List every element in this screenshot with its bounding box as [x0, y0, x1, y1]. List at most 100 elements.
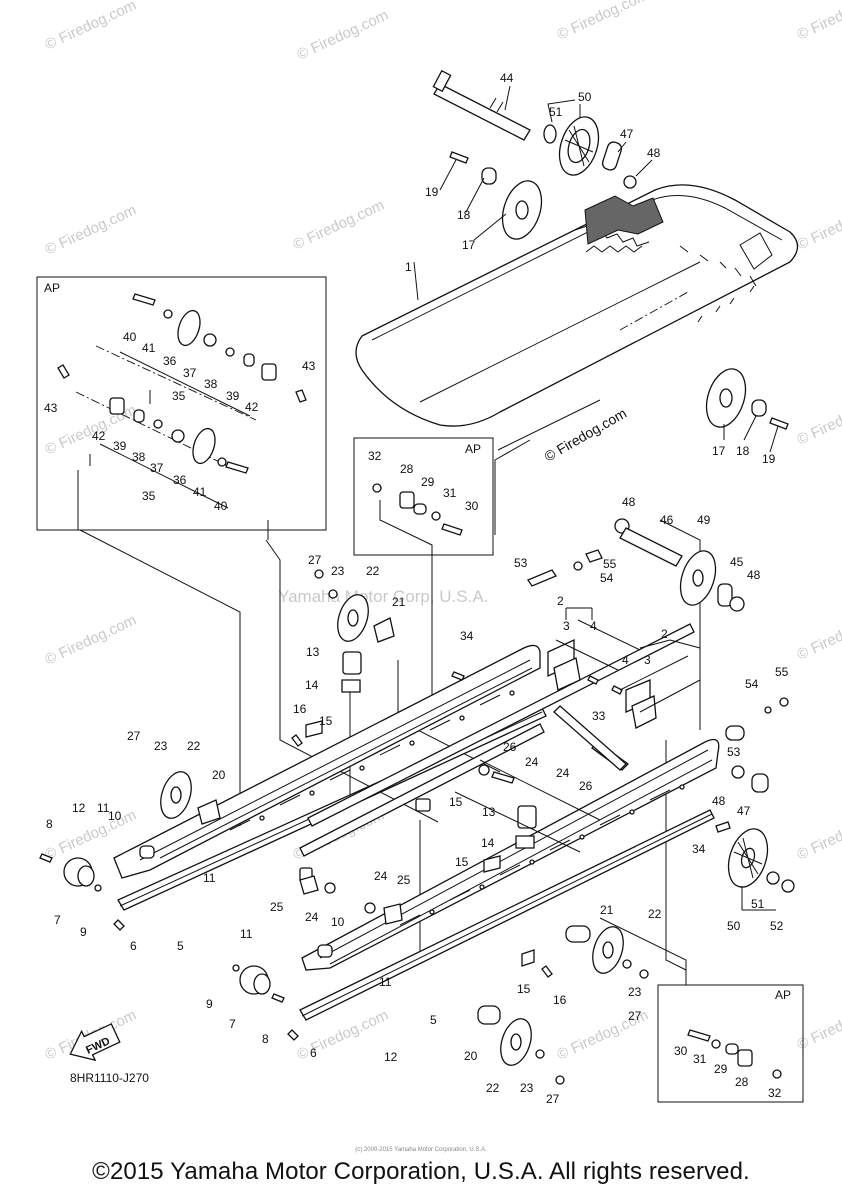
watermark: © Firedog.com — [795, 197, 842, 254]
callout-24: 24 — [305, 910, 319, 924]
callout-9: 9 — [206, 997, 213, 1011]
callout-35: 35 — [172, 389, 186, 403]
callout-43: 43 — [44, 401, 58, 415]
callout-21: 21 — [600, 903, 614, 917]
callout-13: 13 — [306, 645, 320, 659]
callout-48: 48 — [647, 146, 661, 160]
callout-49: 49 — [697, 513, 711, 527]
callout-15: 15 — [319, 714, 333, 728]
callout-31: 31 — [693, 1052, 707, 1066]
callout-22: 22 — [366, 564, 380, 578]
callout-30: 30 — [674, 1044, 688, 1058]
ap-box-top — [353, 437, 494, 700]
callout-26: 26 — [579, 779, 593, 793]
callout-18: 18 — [457, 208, 471, 222]
callout-17: 17 — [462, 238, 476, 252]
copyright-notice: ©2015 Yamaha Motor Corporation, U.S.A. A… — [92, 1158, 750, 1185]
callout-5: 5 — [430, 1013, 437, 1027]
callout-47: 47 — [620, 127, 634, 141]
callout-15: 15 — [455, 855, 469, 869]
callout-15: 15 — [517, 982, 531, 996]
callout-19: 19 — [762, 452, 776, 466]
callout-11: 11 — [203, 871, 216, 885]
slide-rail-right — [232, 619, 795, 1085]
callout-16: 16 — [293, 702, 307, 716]
callout-52: 52 — [770, 919, 784, 933]
callout-3: 3 — [644, 653, 651, 667]
callout-5: 5 — [177, 939, 184, 953]
callout-54: 54 — [600, 571, 614, 585]
callout-36: 36 — [173, 473, 187, 487]
callout-41: 41 — [142, 341, 156, 355]
watermark: © Firedog.com — [795, 807, 842, 864]
callout-1: 1 — [405, 260, 412, 274]
callout-32: 32 — [768, 1086, 782, 1100]
rear-axle-top — [432, 69, 637, 240]
slide-rail-inner — [291, 569, 695, 883]
callout-9: 9 — [80, 925, 87, 939]
callout-42: 42 — [245, 400, 259, 414]
watermark: © Firedog.com — [43, 202, 140, 259]
callout-27: 27 — [546, 1092, 560, 1106]
callout-46: 46 — [660, 513, 674, 527]
ap-box-bottom — [599, 917, 804, 1103]
callout-39: 39 — [113, 439, 127, 453]
fine-print: (c) 2000-2015 Yamaha Motor Corporation, … — [355, 1147, 487, 1153]
callout-50: 50 — [578, 90, 592, 104]
callout-27: 27 — [308, 553, 322, 567]
callout-28: 28 — [400, 462, 414, 476]
callout-20: 20 — [212, 768, 226, 782]
watermark: © Firedog.com — [43, 0, 140, 54]
callout-12: 12 — [384, 1050, 398, 1064]
callout-40: 40 — [214, 499, 228, 513]
callout-27: 27 — [127, 729, 141, 743]
rear-shaft — [614, 518, 745, 612]
callout-leaders — [89, 85, 779, 911]
idler-wheel-right — [705, 368, 789, 430]
diagram-code: 8HR1110-J270 — [70, 1071, 149, 1085]
callout-51: 51 — [549, 105, 563, 119]
callout-29: 29 — [714, 1062, 728, 1076]
callout-27: 27 — [628, 1009, 642, 1023]
bracket-set-upper — [527, 549, 603, 691]
callout-42: 42 — [92, 429, 106, 443]
callout-7: 7 — [229, 1017, 236, 1031]
callout-11: 11 — [240, 927, 253, 941]
callout-23: 23 — [331, 564, 345, 578]
callout-44: 44 — [500, 71, 514, 85]
watermark: © Firedog.com — [43, 612, 140, 669]
callout-22: 22 — [486, 1081, 500, 1095]
callout-36: 36 — [163, 354, 177, 368]
callout-53: 53 — [514, 556, 528, 570]
callout-6: 6 — [310, 1046, 317, 1060]
callout-10: 10 — [108, 809, 122, 823]
ap-label: AP — [775, 988, 791, 1002]
callout-24: 24 — [556, 766, 570, 780]
callout-48: 48 — [622, 495, 636, 509]
ap-label: AP — [44, 281, 60, 295]
watermark: © Firedog.com — [795, 997, 842, 1054]
callout-19: 19 — [425, 185, 439, 199]
callout-14: 14 — [305, 678, 319, 692]
watermark: © Firedog.com — [291, 197, 388, 254]
callout-55: 55 — [603, 557, 617, 571]
callout-17: 17 — [712, 444, 726, 458]
callout-15: 15 — [449, 795, 463, 809]
callout-23: 23 — [520, 1081, 534, 1095]
callout-39: 39 — [226, 389, 240, 403]
callout-12: 12 — [72, 801, 86, 815]
callout-6: 6 — [130, 939, 137, 953]
callout-51: 51 — [751, 897, 765, 911]
callout-4: 4 — [622, 653, 629, 667]
watermark: © Firedog.com — [555, 0, 652, 44]
watermark: © Firedog.com — [795, 392, 842, 449]
watermark: © Firedog.com — [795, 607, 842, 664]
ap-box-left — [36, 276, 327, 540]
callout-54: 54 — [745, 677, 759, 691]
callout-38: 38 — [204, 377, 218, 391]
callout-2: 2 — [661, 627, 668, 641]
ap-label: AP — [465, 442, 481, 456]
callout-50: 50 — [727, 919, 741, 933]
callout-30: 30 — [465, 499, 479, 513]
